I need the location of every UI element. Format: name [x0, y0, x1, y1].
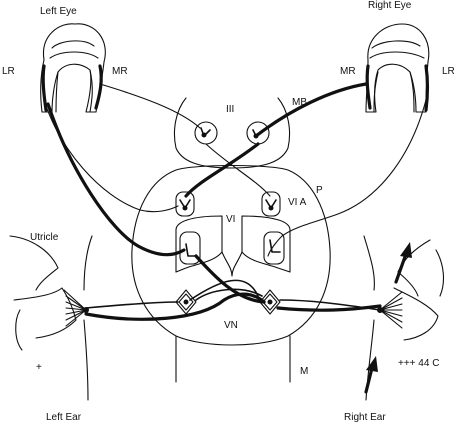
label-p: P — [316, 185, 323, 196]
upward-arrow-upper — [394, 242, 412, 284]
label-mb: MB — [292, 97, 307, 108]
upward-arrow-lower — [364, 356, 378, 394]
oculomotor-nucleus-left — [194, 121, 218, 145]
label-iii: III — [226, 104, 235, 115]
abducens-nucleus-right — [261, 191, 281, 217]
left-eye — [40, 23, 106, 113]
label-mr-right: MR — [340, 66, 356, 77]
label-right-ear: Right Ear — [344, 412, 386, 423]
label-plus: + — [36, 362, 42, 373]
medulla-outline — [175, 335, 291, 383]
label-m: M — [300, 366, 309, 377]
label-vi: VI — [226, 214, 236, 225]
label-left-eye: Left Eye — [40, 6, 77, 17]
label-plus-plus-plus: +++ 44 C — [398, 358, 440, 369]
label-vi-a: VI A — [288, 197, 307, 208]
vestibular-cell-right — [263, 231, 285, 265]
abducens-nucleus-left — [175, 191, 195, 217]
label-left-ear: Left Ear — [46, 412, 82, 423]
label-lr-right: LR — [442, 66, 455, 77]
vestibular-nucleus-left — [175, 289, 197, 315]
neural-pathways — [43, 82, 427, 321]
left-ear — [9, 235, 93, 401]
vestibular-cell-left — [179, 231, 201, 265]
vestibular-nucleus-right — [259, 289, 281, 315]
label-vn: VN — [224, 320, 238, 331]
label-utricle: Utricle — [30, 232, 59, 243]
label-mr-left: MR — [112, 66, 128, 77]
vestibular-nuclei-region — [175, 215, 291, 277]
label-right-eye: Right Eye — [368, 0, 412, 11]
midbrain-outline — [173, 97, 291, 169]
right-eye — [365, 23, 430, 113]
label-lr-left: LR — [2, 66, 15, 77]
pons-outline — [131, 164, 331, 346]
